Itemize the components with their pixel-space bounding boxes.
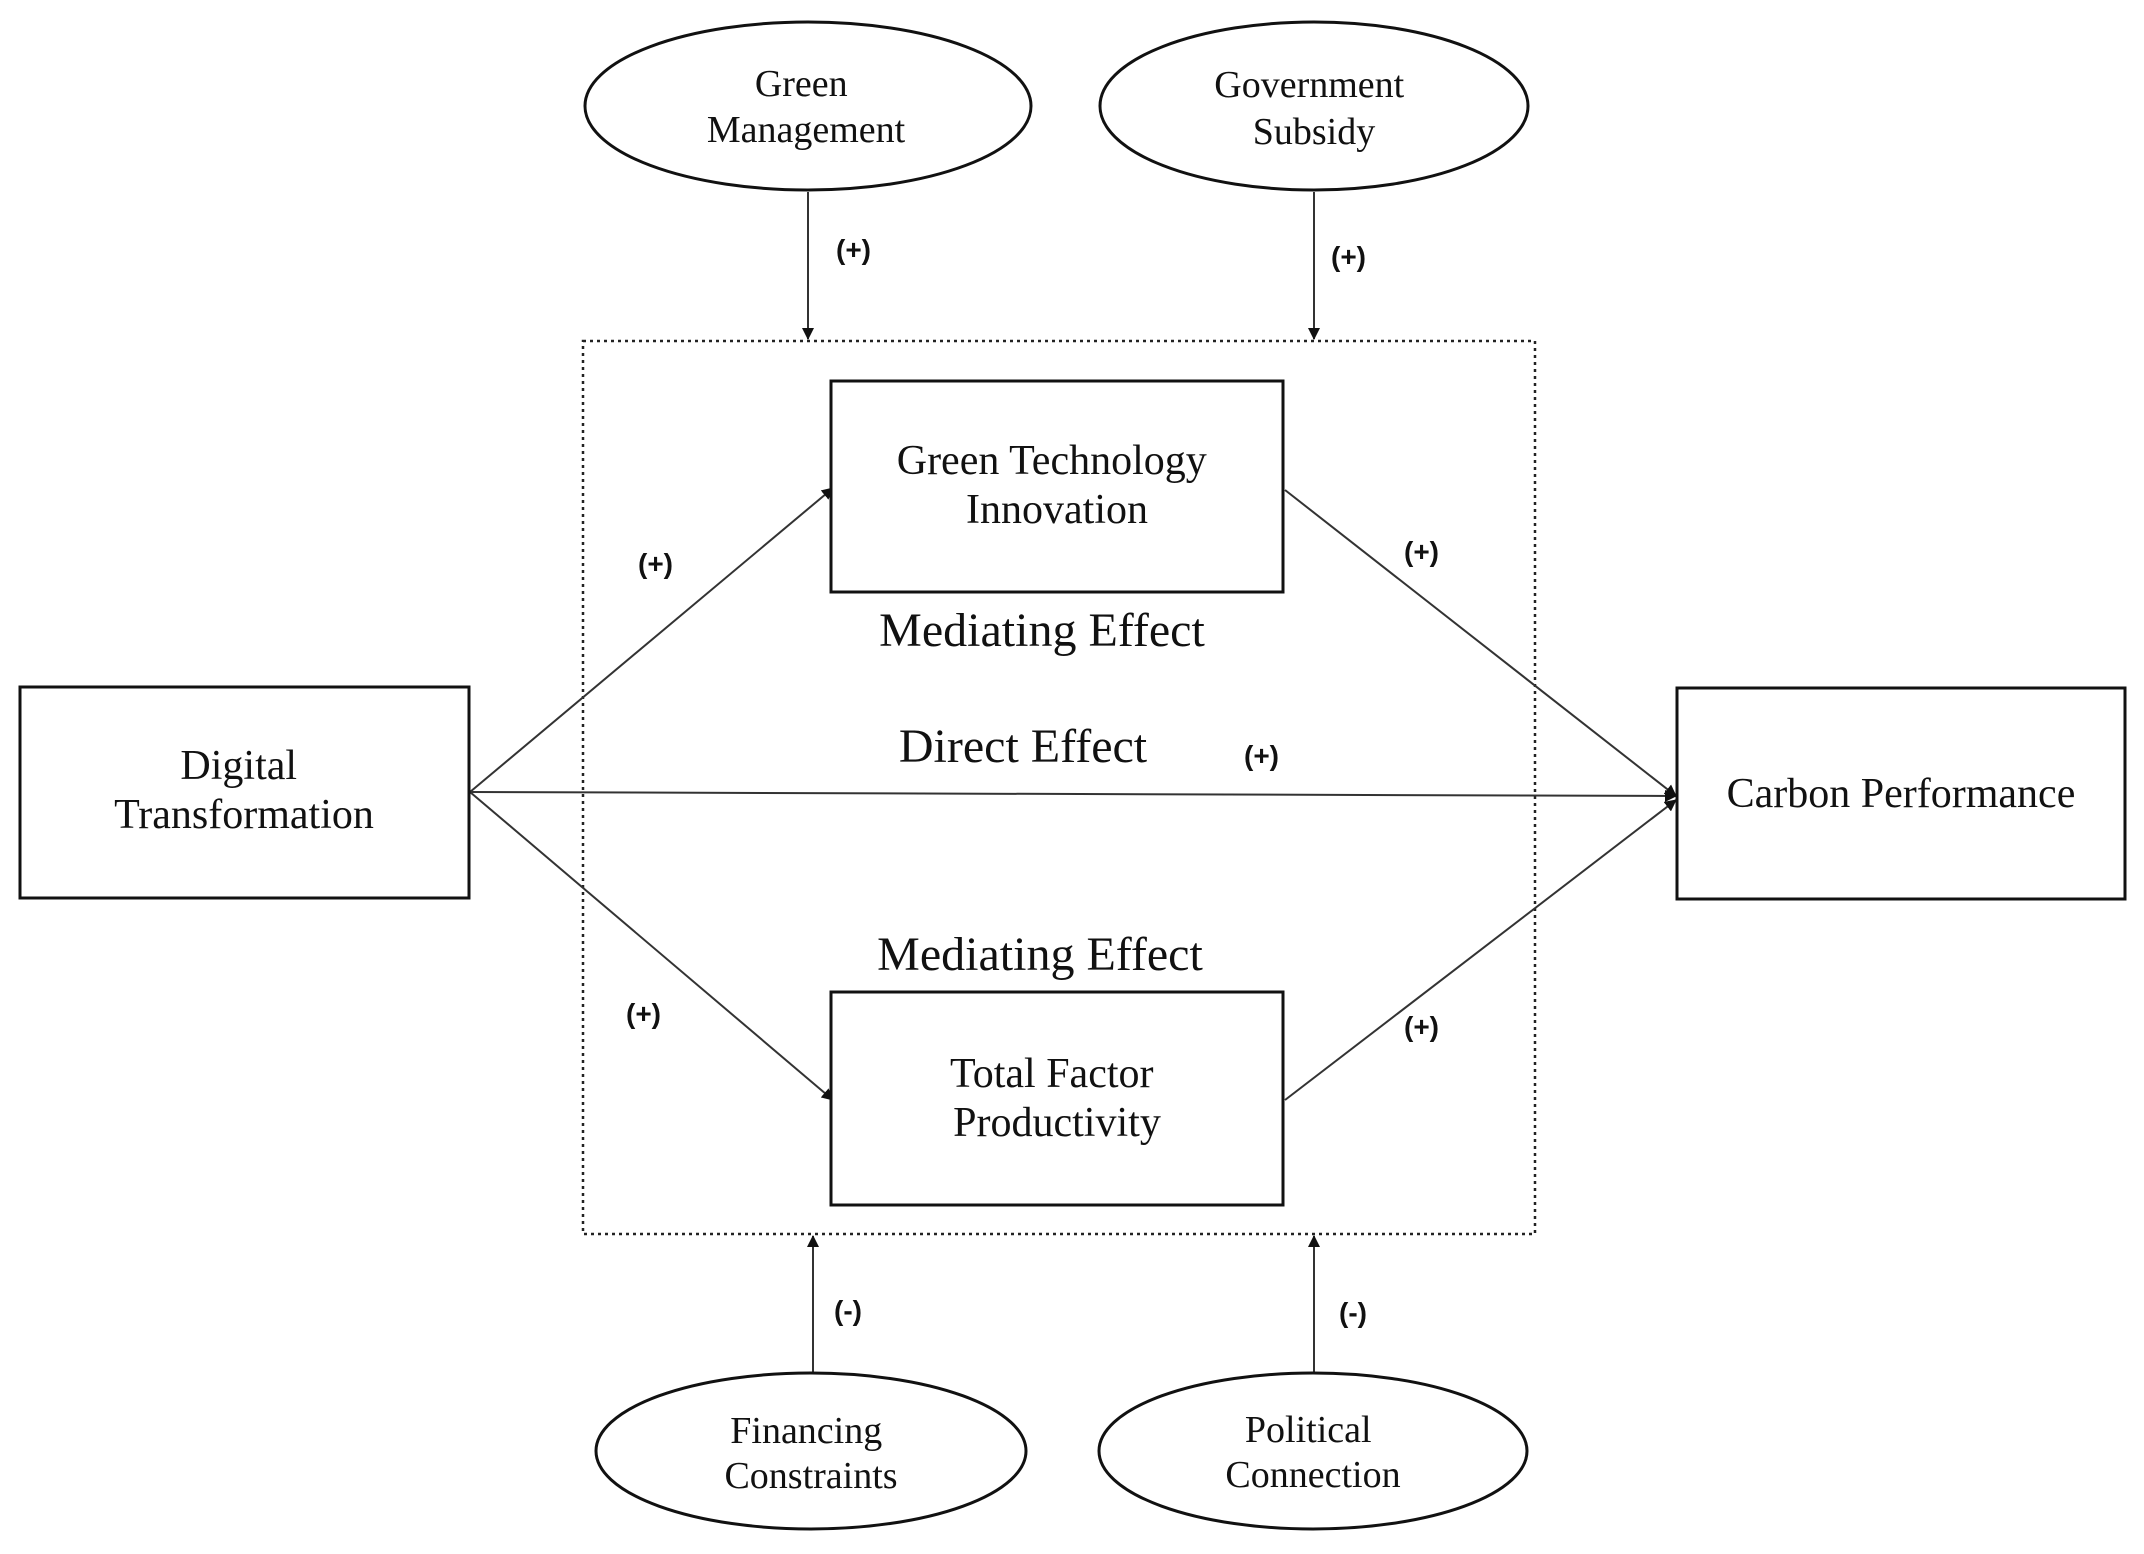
arrow-gti-to-cp bbox=[1284, 489, 1677, 797]
label-political-connection: Political Connection bbox=[1225, 1409, 1400, 1496]
sign-dt-to-tfp: (+) bbox=[626, 998, 661, 1029]
box-digital-transformation bbox=[18, 685, 471, 900]
label-political-connection-line-2: Connection bbox=[1225, 1454, 1400, 1496]
sign-direct-effect: (+) bbox=[1244, 740, 1279, 771]
oval-government-subsidy bbox=[1098, 20, 1530, 192]
box-carbon-performance bbox=[1675, 686, 2127, 901]
oval-financing-constraints bbox=[594, 1371, 1028, 1531]
sign-tfp-to-cp: (+) bbox=[1404, 1011, 1439, 1042]
box-green-technology-innovation bbox=[829, 379, 1285, 594]
arrow-dt-to-gti bbox=[469, 487, 834, 793]
label-green-technology-innovation-line-2: Innovation bbox=[966, 487, 1148, 533]
label-political-connection-line-1: Political bbox=[1245, 1409, 1372, 1451]
oval-green-management bbox=[583, 20, 1033, 192]
arrow-tfp-to-cp bbox=[1284, 799, 1677, 1101]
label-financing-constraints: Financing Constraints bbox=[724, 1410, 897, 1497]
sign-dt-to-gti: (+) bbox=[638, 548, 673, 579]
label-mediating-effect-top: Mediating Effect bbox=[879, 604, 1205, 657]
label-carbon-performance: Carbon Performance bbox=[1727, 771, 2076, 817]
sign-political-connection: (-) bbox=[1339, 1297, 1367, 1328]
label-digital-transformation-line-2: Transformation bbox=[114, 792, 374, 838]
sign-gti-to-cp: (+) bbox=[1404, 536, 1439, 567]
mediation-frame bbox=[581, 339, 1537, 1236]
label-green-technology-innovation: Green Technology Innovation bbox=[897, 438, 1218, 533]
label-green-management-line-2: Management bbox=[707, 109, 906, 151]
oval-political-connection bbox=[1097, 1371, 1529, 1531]
label-total-factor-productivity-line-2: Productivity bbox=[953, 1100, 1161, 1146]
label-financing-constraints-line-1: Financing bbox=[730, 1410, 882, 1452]
label-government-subsidy-line-1: Government bbox=[1214, 64, 1404, 106]
label-green-technology-innovation-line-1: Green Technology bbox=[897, 438, 1207, 484]
sign-financing-constraints: (-) bbox=[834, 1295, 862, 1326]
label-total-factor-productivity: Total Factor Productivity bbox=[950, 1051, 1164, 1146]
label-direct-effect: Direct Effect bbox=[899, 720, 1148, 773]
sign-green-management: (+) bbox=[836, 234, 871, 265]
label-mediating-effect-bottom: Mediating Effect bbox=[877, 928, 1203, 981]
label-government-subsidy: Government Subsidy bbox=[1214, 64, 1413, 153]
arrow-direct-effect bbox=[469, 789, 1677, 802]
label-total-factor-productivity-line-1: Total Factor bbox=[950, 1051, 1154, 1097]
sign-government-subsidy: (+) bbox=[1331, 241, 1366, 272]
arrow-dt-to-tfp bbox=[469, 791, 834, 1101]
label-digital-transformation: Digital Transformation bbox=[114, 743, 374, 838]
label-green-management-line-1: Green bbox=[755, 63, 848, 105]
label-green-management: Green Management bbox=[707, 63, 906, 151]
label-digital-transformation-line-1: Digital bbox=[180, 743, 297, 789]
box-total-factor-productivity bbox=[829, 990, 1285, 1207]
label-financing-constraints-line-2: Constraints bbox=[724, 1455, 897, 1497]
label-government-subsidy-line-2: Subsidy bbox=[1253, 111, 1375, 153]
